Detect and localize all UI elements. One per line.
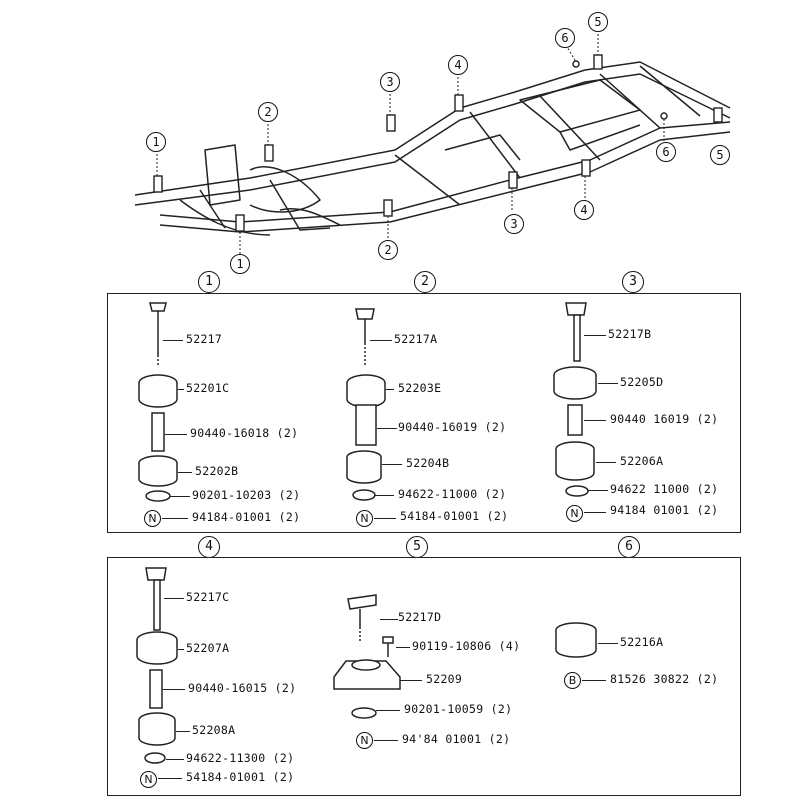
collar-90440-16019 bbox=[355, 404, 377, 446]
part-number-52204B: 52204B bbox=[406, 456, 450, 470]
part-number-52201C: 52201C bbox=[186, 381, 230, 395]
frame-callout-6b: 6 bbox=[656, 142, 676, 162]
nut-symbol-n: N bbox=[144, 510, 161, 527]
washer-90201 bbox=[145, 490, 171, 502]
part-number-52202B: 52202B bbox=[195, 464, 239, 478]
bolt-symbol-b: B bbox=[564, 672, 581, 689]
part-number-52209: 52209 bbox=[426, 672, 463, 686]
part-number-52217C: 52217C bbox=[186, 590, 230, 604]
part-number-52207A: 52207A bbox=[186, 641, 230, 655]
group-1-exploded-view bbox=[138, 302, 178, 502]
part-number-52217A: 52217A bbox=[394, 332, 438, 346]
part-number-54184-01001: 54184-01001 (2) bbox=[400, 509, 509, 523]
frame-callout-3b: 3 bbox=[504, 214, 524, 234]
bolt-52217C bbox=[145, 567, 167, 581]
frame-callout-4a: 4 bbox=[448, 55, 468, 75]
mount-52209 bbox=[333, 660, 401, 690]
nut-symbol-n: N bbox=[140, 771, 157, 788]
bolt-52217A bbox=[355, 308, 375, 320]
frame-callout-3a: 3 bbox=[380, 72, 400, 92]
bolt-52217B bbox=[565, 302, 587, 316]
part-number-94622-11000: 94622-11000 (2) bbox=[398, 487, 507, 501]
group-label-3: 3 bbox=[622, 271, 644, 293]
bolt-52217D bbox=[347, 594, 377, 610]
part-number-90440-16015: 90440-16015 (2) bbox=[188, 681, 297, 695]
washer-94622b bbox=[565, 485, 589, 497]
group-label-5: 5 bbox=[406, 536, 428, 558]
part-number-94622-11000-b: 94622 11000 (2) bbox=[610, 482, 719, 496]
frame-callout-1b: 1 bbox=[230, 254, 250, 274]
part-number-94184-01001-b: 94184 01001 (2) bbox=[610, 503, 719, 517]
part-number-52217D: 52217D bbox=[398, 610, 442, 624]
part-number-81526-30822: 81526 30822 (2) bbox=[610, 672, 719, 686]
group-2-exploded-view bbox=[346, 308, 386, 501]
part-number-90440-16018: 90440-16018 (2) bbox=[190, 426, 299, 440]
part-number-94184-01001-c: 94'84 01001 (2) bbox=[402, 732, 511, 746]
frame-callout-1a: 1 bbox=[146, 132, 166, 152]
group-label-1: 1 bbox=[198, 271, 220, 293]
part-number-90440-16019-b: 90440 16019 (2) bbox=[610, 412, 719, 426]
part-number-54184-01001-b: 54184-01001 (2) bbox=[186, 770, 295, 784]
group-3-exploded-view bbox=[553, 302, 597, 497]
group-5-exploded-view bbox=[333, 594, 401, 719]
part-number-52217: 52217 bbox=[186, 332, 223, 346]
group-label-4: 4 bbox=[198, 536, 220, 558]
frame-callout-4b: 4 bbox=[574, 200, 594, 220]
part-number-52205D: 52205D bbox=[620, 375, 664, 389]
group-label-6: 6 bbox=[618, 536, 640, 558]
washer-94622-11300 bbox=[144, 752, 166, 764]
parts-panel-upper bbox=[107, 293, 741, 533]
part-number-90201-10203: 90201-10203 (2) bbox=[192, 488, 301, 502]
frame-callout-2a: 2 bbox=[258, 102, 278, 122]
frame-callout-6a: 6 bbox=[555, 28, 575, 48]
part-number-90440-16019: 90440-16019 (2) bbox=[398, 420, 507, 434]
part-number-90119-10806: 90119-10806 (4) bbox=[412, 639, 521, 653]
frame-right-rail bbox=[159, 121, 731, 223]
group-4-exploded-view bbox=[136, 567, 178, 764]
washer-90201-10059 bbox=[351, 707, 377, 719]
frame-callout-5a: 5 bbox=[588, 12, 608, 32]
frame-left-rail bbox=[134, 61, 731, 196]
part-number-94184-01001: 94184-01001 (2) bbox=[192, 510, 301, 524]
parts-panel-lower bbox=[107, 557, 741, 796]
washer-94622 bbox=[352, 489, 376, 501]
group-label-2: 2 bbox=[414, 271, 436, 293]
part-number-52216A: 52216A bbox=[620, 635, 664, 649]
frame-illustration bbox=[134, 30, 731, 255]
collar-90440-16015 bbox=[149, 669, 163, 709]
nut-symbol-n: N bbox=[566, 505, 583, 522]
part-number-52208A: 52208A bbox=[192, 723, 236, 737]
part-number-52217B: 52217B bbox=[608, 327, 652, 341]
nut-symbol-n: N bbox=[356, 732, 373, 749]
collar-90440-16019b bbox=[567, 404, 583, 436]
frame-callout-5b: 5 bbox=[710, 145, 730, 165]
part-number-90201-10059: 90201-10059 (2) bbox=[404, 702, 513, 716]
bolt-90119 bbox=[382, 636, 394, 644]
part-number-94622-11300: 94622-11300 (2) bbox=[186, 751, 295, 765]
nut-symbol-n: N bbox=[356, 510, 373, 527]
collar-90440 bbox=[151, 412, 165, 452]
part-number-52206A: 52206A bbox=[620, 454, 664, 468]
bolt-52217 bbox=[149, 302, 167, 312]
frame-callout-2b: 2 bbox=[378, 240, 398, 260]
group-6-exploded-view bbox=[555, 622, 597, 658]
part-number-52203E: 52203E bbox=[398, 381, 442, 395]
